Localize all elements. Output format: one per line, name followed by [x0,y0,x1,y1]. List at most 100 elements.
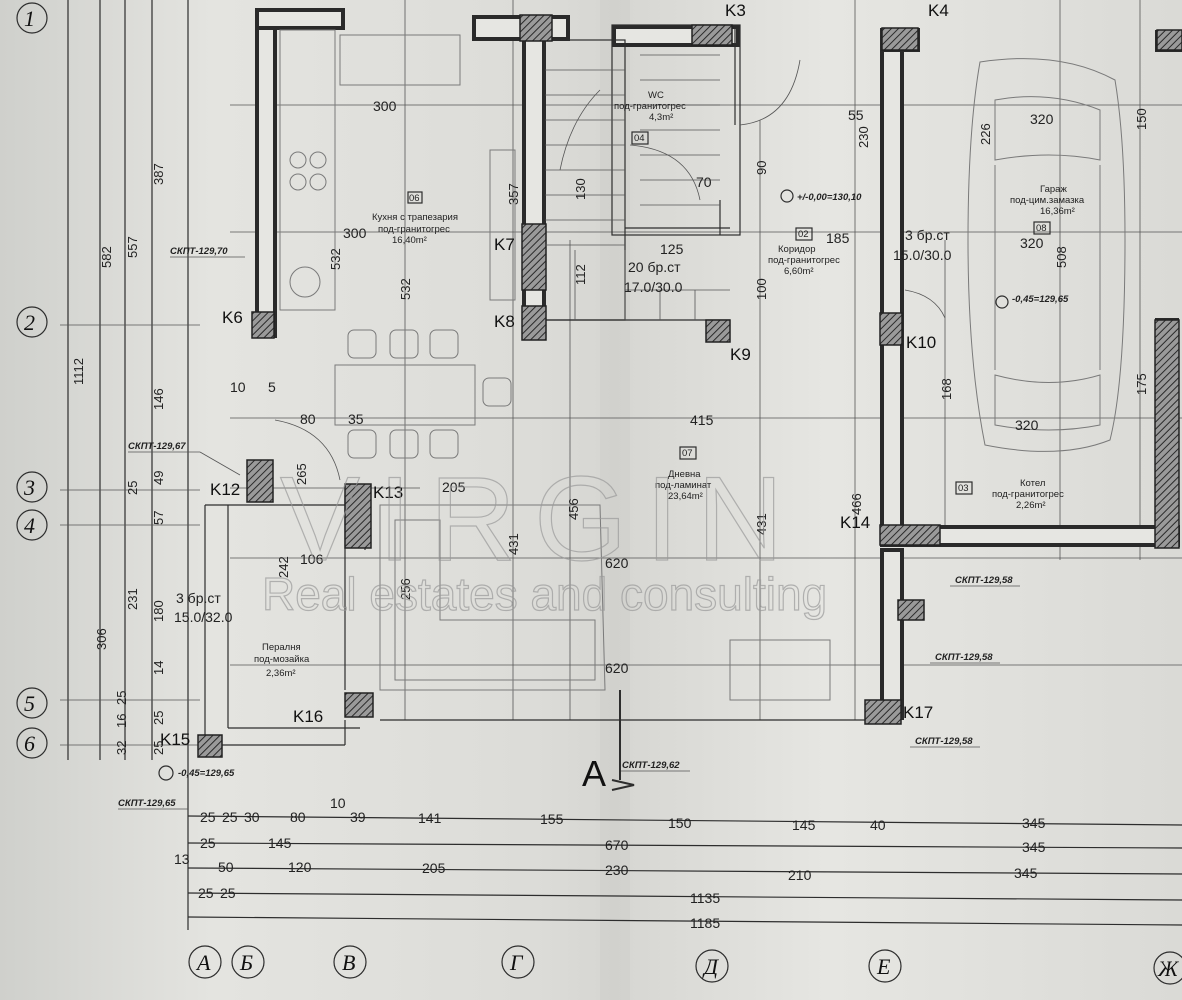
row-axis-3: 3 [23,475,35,500]
dim-620a: 620 [605,555,629,571]
dim-300b: 300 [343,225,367,241]
level-markers: +/-0,00=130,10 -0,45=129,65 -0,45=129,65… [118,189,1069,810]
dim-70: 70 [696,174,712,190]
col-axis-zh: Ж [1157,956,1179,981]
watermark: VIRGIN Real estates and consulting [261,451,827,620]
room-wc-name: WC [648,90,664,101]
section-mark-letter: A [582,753,606,794]
sktpt-k12: СКПТ-129,67 [128,441,186,452]
dim-b2-1: 145 [268,835,292,851]
dim-left-14: 14 [151,661,166,675]
room-corridor-area: 6,60m² [784,266,814,277]
dim-left-387: 387 [151,163,166,185]
dim-320b: 320 [1020,235,1044,251]
dim-b3-1: 50 [218,859,234,875]
left-dimension-text: 1112 582 557 387 146 306 231 180 57 49 1… [71,163,166,755]
dim-90: 90 [754,161,769,175]
sktpt-e1: СКПТ-129,58 [955,575,1013,586]
col-k10: K10 [906,333,936,352]
dim-125: 125 [660,241,684,257]
dim-left-25d: 25 [125,481,140,495]
room-corridor-num: 02 [798,229,809,240]
dim-b1-4: 10 [330,795,346,811]
sktpt-e2: СКПТ-129,58 [935,652,993,663]
room-garage-name: Гараж [1040,184,1067,195]
sktpt-a: СКПТ-129,62 [622,760,680,771]
room-boiler-floor: под-гранитогрес [992,489,1064,500]
dim-320c: 320 [1015,417,1039,433]
dim-175: 175 [1134,373,1149,395]
col-axis-d: Д [702,954,719,979]
inner-dimension-text: 300 300 532 532 357 256 242 431 456 431 … [230,98,1149,676]
dim-168: 168 [939,378,954,400]
room-laundry-name: Пералня [262,642,301,653]
bottom-dimension-chain: 25 25 30 80 10 39 141 155 150 145 40 345… [174,795,1182,931]
dim-10: 10 [230,379,246,395]
level-sw: -0,45=129,65 [178,768,235,779]
dim-431a: 431 [506,533,521,555]
dim-left-25c: 25 [151,711,166,725]
dim-620b: 620 [605,660,629,676]
dim-256: 256 [398,578,413,600]
stair-garage-count: 3 бр.ст [905,227,950,243]
col-k9: K9 [730,345,751,364]
dim-b1-11: 345 [1022,815,1046,831]
col-k6: K6 [222,308,243,327]
room-living-area: 23,64m² [668,491,703,502]
room-wc-area: 4,3m² [649,112,673,123]
col-k17: K17 [903,703,933,722]
dim-left-306: 306 [94,628,109,650]
room-garage-num: 08 [1036,223,1047,234]
room-living-num: 07 [682,448,693,459]
row-axis-4: 4 [24,513,35,538]
room-wc-num: 04 [634,133,645,144]
col-k13: K13 [373,483,403,502]
dim-b1-8: 150 [668,815,692,831]
dim-left-1112: 1112 [71,358,86,385]
dim-b3-3: 205 [422,860,446,876]
col-k8: K8 [494,312,515,331]
watermark-line2: Real estates and consulting [262,568,827,620]
dim-230: 230 [856,126,871,148]
watermark-line1: VIRGIN [280,452,801,586]
room-kitchen-num: 06 [409,193,420,204]
left-dimension-lines [60,0,200,930]
col-k12: K12 [210,480,240,499]
dim-532a: 532 [328,248,343,270]
dim-205: 205 [442,479,466,495]
dim-b1-3: 80 [290,809,306,825]
row-axis-5: 5 [24,691,35,716]
stair-treads [545,54,730,320]
dim-431b: 431 [754,513,769,535]
dim-left-25b: 25 [151,741,166,755]
col-axis-e: Е [876,954,891,979]
dim-left-231: 231 [125,588,140,610]
col-axis-g: Г [509,950,524,975]
dim-100: 100 [754,278,769,300]
dim-left-16: 16 [114,714,129,728]
dim-left-57: 57 [151,511,166,525]
stair-garage-size: 15.0/30.0 [893,247,952,263]
stair-annotations: 20 бр.ст 17.0/30.0 3 бр.ст 15.0/30.0 3 б… [174,227,952,625]
room-kitchen-area: 16,40m² [392,235,427,246]
dim-300a: 300 [373,98,397,114]
room-kitchen-name: Кухня с трапезария [372,212,458,223]
dim-112: 112 [573,264,588,285]
row-axis-6: 6 [24,731,35,756]
dim-b4-2: 1135 [690,890,720,906]
dim-357: 357 [506,183,521,205]
level-zero: +/-0,00=130,10 [797,192,862,203]
col-k15: K15 [160,730,190,749]
dim-265: 265 [294,463,309,485]
room-laundry-floor: под-мозайка [254,654,310,665]
dim-b1-2: 30 [244,809,260,825]
dim-left-582: 582 [99,246,114,268]
dim-226: 226 [978,123,993,145]
dim-242: 242 [276,556,291,578]
dim-b3-6: 345 [1014,865,1038,881]
col-k3: K3 [725,1,746,20]
room-living-floor: под-ламинат [655,480,712,491]
room-corridor-name: Коридор [778,244,816,255]
dim-80: 80 [300,411,316,427]
